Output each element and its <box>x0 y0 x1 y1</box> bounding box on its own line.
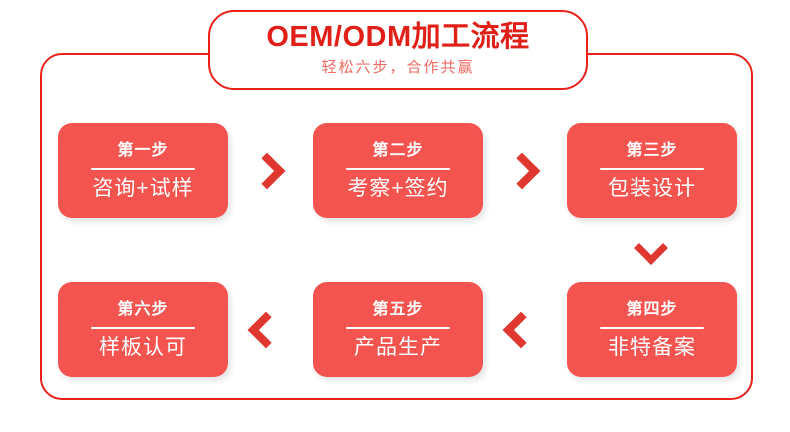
step-card-2[interactable]: 第二步 考察+签约 <box>313 123 483 218</box>
step-number-label: 第一步 <box>117 141 169 159</box>
step-divider <box>91 167 195 170</box>
step-card-6[interactable]: 第六步 样板认可 <box>58 282 228 377</box>
step-number-label: 第四步 <box>626 300 678 318</box>
step-divider <box>600 326 704 329</box>
page-subtitle: 轻松六步，合作共赢 <box>321 59 475 77</box>
step-task-label: 包装设计 <box>608 176 696 200</box>
title-badge: OEM/ODM加工流程 轻松六步，合作共赢 <box>208 10 588 90</box>
step-card-5[interactable]: 第五步 产品生产 <box>313 282 483 377</box>
step-task-label: 样板认可 <box>99 335 187 359</box>
step-task-label: 咨询+试样 <box>92 176 194 200</box>
step-number-label: 第六步 <box>117 300 169 318</box>
step-divider <box>91 326 195 329</box>
step-number-label: 第三步 <box>626 141 678 159</box>
step-number-label: 第二步 <box>372 141 424 159</box>
step-divider <box>346 167 450 170</box>
step-task-label: 产品生产 <box>354 335 442 359</box>
step-number-label: 第五步 <box>372 300 424 318</box>
step-divider <box>600 167 704 170</box>
page-title: OEM/ODM加工流程 <box>266 20 530 53</box>
step-card-1[interactable]: 第一步 咨询+试样 <box>58 123 228 218</box>
step-task-label: 非特备案 <box>608 335 696 359</box>
step-card-4[interactable]: 第四步 非特备案 <box>567 282 737 377</box>
step-card-3[interactable]: 第三步 包装设计 <box>567 123 737 218</box>
step-divider <box>346 326 450 329</box>
step-task-label: 考察+签约 <box>347 176 449 200</box>
